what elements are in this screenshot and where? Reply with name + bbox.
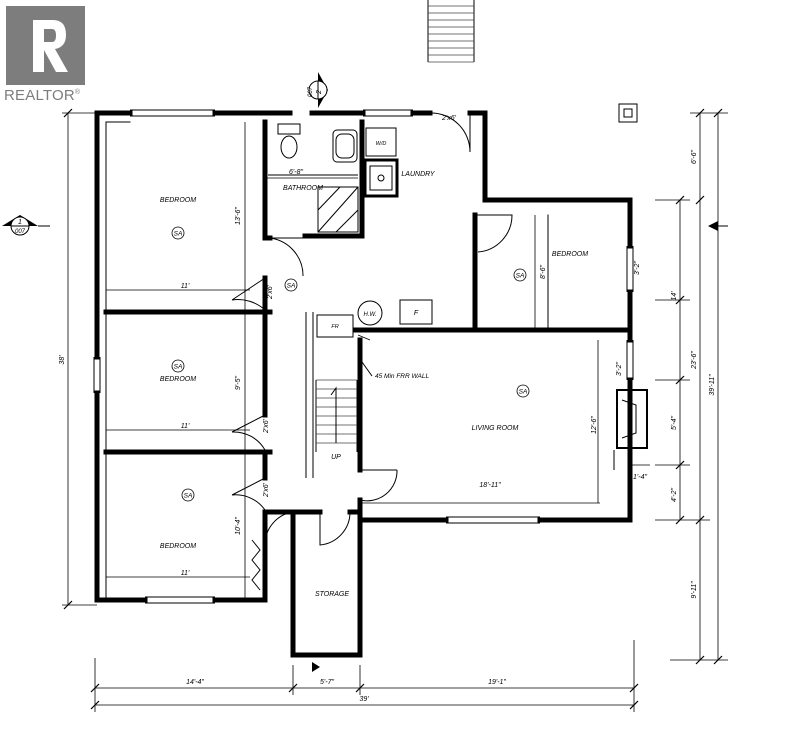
dimension-labels: 6'-8" 11' 11' 11' 13'-6" 9'-5" 10'-4" 8'… [59, 115, 716, 703]
room-label-storage: STORAGE [315, 591, 349, 598]
utility-fixtures [305, 299, 433, 478]
bathroom-fixtures [268, 123, 359, 233]
room-label-laundry: LAUNDRY [401, 171, 436, 178]
doors [231, 112, 513, 591]
fixture-labels: W/D H.W. F FR UP 45 Min FRR WALL [331, 141, 429, 461]
dim-living-depth: 12'-6" [591, 416, 598, 434]
realtor-logo [6, 6, 85, 85]
dim-living-width: 18'-11" [479, 482, 501, 489]
smoke-alarm-icon: SA [171, 359, 185, 373]
smoke-alarm-icon: SA [171, 226, 185, 240]
section-marker-num: 2 [316, 90, 323, 95]
dim-right: 6'-6" [691, 150, 698, 164]
dim-door: 2'x6' [263, 482, 270, 498]
svg-text:SA: SA [516, 273, 525, 280]
smoke-alarm-icon: SA [513, 268, 527, 282]
dim-fireplace-depth: 1'-4" [633, 474, 647, 481]
realtor-wordmark: REALTOR® [4, 87, 81, 104]
hot-water-label: H.W. [363, 312, 376, 318]
room-label-bedroom: BEDROOM [160, 543, 196, 550]
interior-walls [103, 119, 633, 523]
dim-right: 14' [671, 291, 678, 301]
svg-text:SA: SA [519, 389, 528, 396]
room-label-bedroom: BEDROOM [160, 197, 196, 204]
dim-door: 2'x6' [441, 115, 457, 122]
furnace-label: F [414, 310, 419, 317]
section-marker-left: 1 007 [2, 215, 50, 236]
dim-window: 3'-2" [616, 362, 623, 376]
dim-bottom: 14'-4" [186, 679, 204, 686]
dim-door: 2'x6' [267, 284, 274, 300]
room-label-living-room: LIVING ROOM [472, 425, 519, 432]
dim-left-total: 38' [59, 355, 66, 365]
smoke-alarm-icon: SA [284, 278, 298, 292]
dim-right: 4'-2" [671, 488, 678, 502]
storage-marker [312, 662, 320, 672]
washer-dryer-label: W/D [376, 141, 387, 147]
stairs-up-label: UP [331, 454, 341, 461]
dim-bottom: 5'-7" [320, 679, 334, 686]
dim-bed2-width: 11' [181, 423, 190, 430]
room-label-bedroom: BEDROOM [160, 376, 196, 383]
smoke-alarm-icon: SA [516, 384, 530, 398]
section-marker-sheet: 007 [308, 86, 314, 97]
room-labels: BEDROOM BEDROOM BEDROOM BEDROOM BATHROOM… [160, 171, 588, 598]
realtor-r-icon [33, 20, 68, 72]
dim-door: 2'x6' [263, 418, 270, 434]
right-dimension [630, 108, 728, 665]
svg-text:SA: SA [184, 493, 193, 500]
dim-bed4-depth: 8'-6" [540, 265, 547, 279]
bottom-dimension [90, 640, 639, 712]
dim-bottom: 19'-1" [488, 679, 506, 686]
laundry-fixtures [363, 127, 399, 198]
section-marker-sheet: 007 [15, 229, 26, 235]
dim-bottom-total: 39' [359, 696, 369, 703]
interior-dimensions [106, 122, 600, 600]
dim-right: 23'-6" [691, 351, 698, 370]
smoke-alarm-icon: SA [181, 488, 195, 502]
chimney-marker [618, 103, 638, 123]
windows [93, 109, 634, 604]
exterior-stairs [427, 0, 475, 63]
frr-wall-label: 45 Min FRR WALL [375, 373, 429, 380]
dim-bed2-depth: 9'-5" [235, 376, 242, 390]
svg-text:SA: SA [174, 231, 183, 238]
section-marker-top: 2 007 [308, 72, 328, 108]
svg-text:SA: SA [174, 364, 183, 371]
fridge-label: FR [331, 324, 338, 330]
right-section-marker [708, 221, 728, 231]
dim-right-total: 39'-11" [709, 374, 716, 396]
dim-bed1-width: 11' [181, 283, 190, 290]
smoke-alarms: SA SA SA SA SA SA [171, 226, 530, 502]
dim-bed1-depth: 13'-6" [235, 207, 242, 225]
room-label-bedroom: BEDROOM [552, 251, 588, 258]
fireplace [613, 389, 648, 470]
dim-right: 9'-11" [691, 581, 698, 599]
dim-bed3-width: 11' [181, 570, 190, 577]
left-dimension [62, 108, 97, 610]
dim-fireplace-width: 5'-4" [671, 416, 678, 430]
dim-bed3-depth: 10'-4" [235, 517, 242, 535]
section-marker-num: 1 [18, 219, 22, 226]
room-label-bathroom: BATHROOM [283, 185, 323, 192]
dim-bath-width: 6'-8" [289, 169, 303, 176]
svg-text:SA: SA [287, 283, 296, 290]
dim-window: 3'-2" [634, 261, 641, 275]
